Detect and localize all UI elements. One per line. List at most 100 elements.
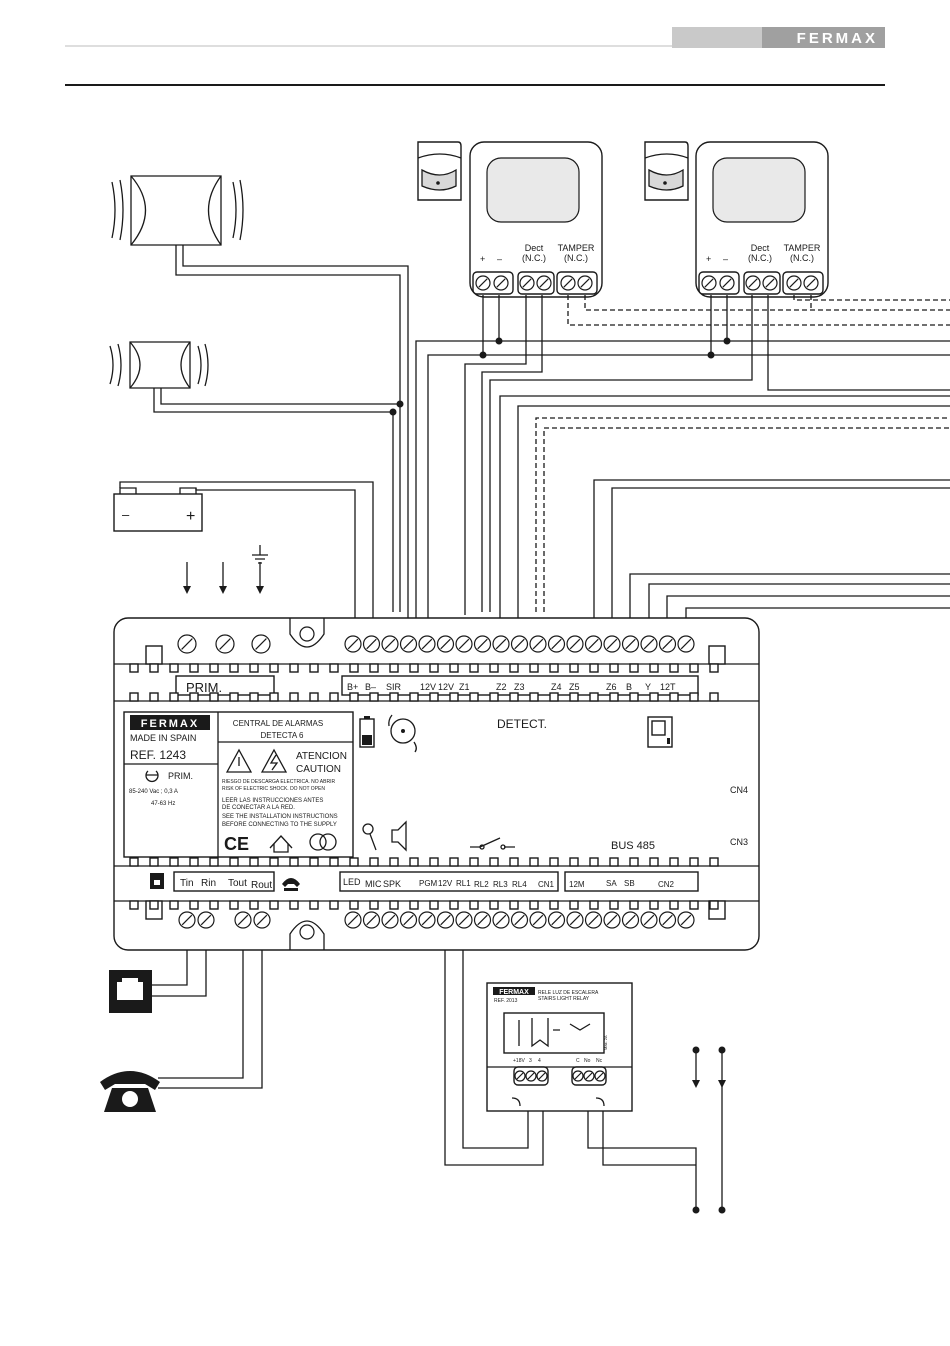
strip-tick: [609, 692, 619, 702]
strip-tick: [389, 900, 399, 910]
strip-tick: [269, 857, 279, 867]
top-terminal-screw: [492, 635, 510, 653]
relay-tno: No: [584, 1058, 591, 1064]
svg-text:Z3: Z3: [514, 682, 525, 692]
top-terminal-screw: [455, 635, 473, 653]
strip-tick: [709, 692, 719, 702]
top-terminal-screw: [436, 635, 455, 653]
strip-tick: [529, 857, 539, 867]
svg-text:DETECTA 6: DETECTA 6: [261, 731, 305, 740]
bus485-label: BUS 485: [611, 840, 655, 852]
strip-tick: [549, 692, 559, 702]
detect-label: DETECT.: [497, 717, 547, 731]
top-terminal-screw: [473, 635, 492, 653]
strip-tick: [549, 857, 559, 867]
strip-tick: [209, 900, 219, 910]
phone-terminal-screw: [197, 911, 215, 929]
sensor1-dect-sub: (N.C.): [522, 253, 546, 263]
strip-tick: [349, 857, 359, 867]
bottom-terminal-screw: [362, 911, 381, 929]
relay-terminal-blocks: [513, 1066, 607, 1086]
terminal-screw: [762, 275, 778, 291]
relay-tnc: Nc: [596, 1058, 603, 1064]
sensor2-tamper-sub: (N.C.): [790, 253, 814, 263]
top-terminal-screw: [566, 635, 584, 653]
sensor1-minus-label: –: [497, 254, 502, 264]
relay-terminal-screw: [583, 1070, 595, 1082]
strip-tick: [129, 857, 139, 867]
svg-text:12T: 12T: [660, 682, 676, 692]
pir-sensor-2: [644, 141, 829, 298]
strip-tick: [489, 692, 499, 702]
monitor-icon: [647, 716, 673, 748]
strip-tick: [149, 663, 159, 673]
strip-tick: [429, 857, 439, 867]
svg-text:Z4: Z4: [551, 682, 562, 692]
strip-tick: [189, 692, 199, 702]
strip-tick: [329, 692, 339, 702]
strip-tick: [209, 663, 219, 673]
svg-text:SPK: SPK: [383, 879, 401, 889]
strip-tick: [329, 663, 339, 673]
relay-ref: REF. 2013: [494, 998, 518, 1004]
svg-text:Z2: Z2: [496, 682, 507, 692]
strip-tick: [489, 900, 499, 910]
strip-tick: [209, 857, 219, 867]
wiring: [119, 245, 950, 1214]
strip-tick: [669, 900, 679, 910]
terminal-screw: [786, 275, 802, 291]
top-terminal-screw: [547, 635, 566, 653]
battery-plus-label: +: [186, 508, 195, 525]
terminal-screw: [519, 275, 535, 291]
strip-tick: [349, 692, 359, 702]
shock-triangle-icon: [260, 748, 288, 773]
switch-icon: [470, 837, 515, 850]
strip-tick: [269, 663, 279, 673]
strip-tick: [429, 663, 439, 673]
strip-tick: [229, 900, 239, 910]
bottom-terminal-screw: [473, 911, 492, 929]
strip-tick: [289, 663, 299, 673]
svg-text:SA: SA: [606, 879, 617, 888]
bottom-terminal-screw: [547, 911, 566, 929]
svg-text:47-63 Hz: 47-63 Hz: [151, 801, 175, 807]
svg-text:Z1: Z1: [459, 682, 470, 692]
strip-tick: [429, 692, 439, 702]
strip-tick: [369, 663, 379, 673]
strip-tick: [709, 900, 719, 910]
svg-text:Rin: Rin: [201, 878, 216, 889]
strip-tick: [709, 663, 719, 673]
svg-text:ATENCION: ATENCION: [296, 751, 347, 762]
strip-tick: [649, 663, 659, 673]
strip-tick: [189, 857, 199, 867]
sensor1-dect-label: Dect: [525, 243, 544, 253]
battery-icon: – +: [113, 487, 203, 532]
svg-text:SIR: SIR: [386, 682, 402, 692]
strip-tick: [269, 692, 279, 702]
svg-text:85-240 Vac ; 0,3 A: 85-240 Vac ; 0,3 A: [129, 789, 178, 795]
strip-tick: [689, 692, 699, 702]
top-terminal-screw: [529, 635, 547, 653]
strip-tick: [569, 663, 579, 673]
strip-tick: [389, 692, 399, 702]
sensor2-dect-label: Dect: [751, 243, 770, 253]
strip-tick: [409, 663, 419, 673]
strip-tick: [649, 857, 659, 867]
relay-t3: 3: [529, 1058, 532, 1064]
strip-tick: [329, 857, 339, 867]
strip-tick: [669, 857, 679, 867]
strip-tick: [669, 692, 679, 702]
sensor-terminal-blocks: [472, 271, 824, 295]
terminal-screw: [493, 275, 509, 291]
svg-text:12V: 12V: [420, 682, 436, 692]
svg-text:RL2: RL2: [474, 880, 489, 889]
strip-tick: [689, 857, 699, 867]
svg-text:RISK OF ELECTRIC SHOCK. DO NOT: RISK OF ELECTRIC SHOCK. DO NOT OPEN: [222, 786, 325, 792]
bottom-terminal-screw: [529, 911, 547, 929]
strip-tick: [229, 663, 239, 673]
transformer-icon: [309, 833, 337, 851]
ce-mark: CE: [224, 834, 249, 854]
strip-tick: [329, 900, 339, 910]
bottom-terminal-screw: [436, 911, 455, 929]
strip-tick: [349, 900, 359, 910]
